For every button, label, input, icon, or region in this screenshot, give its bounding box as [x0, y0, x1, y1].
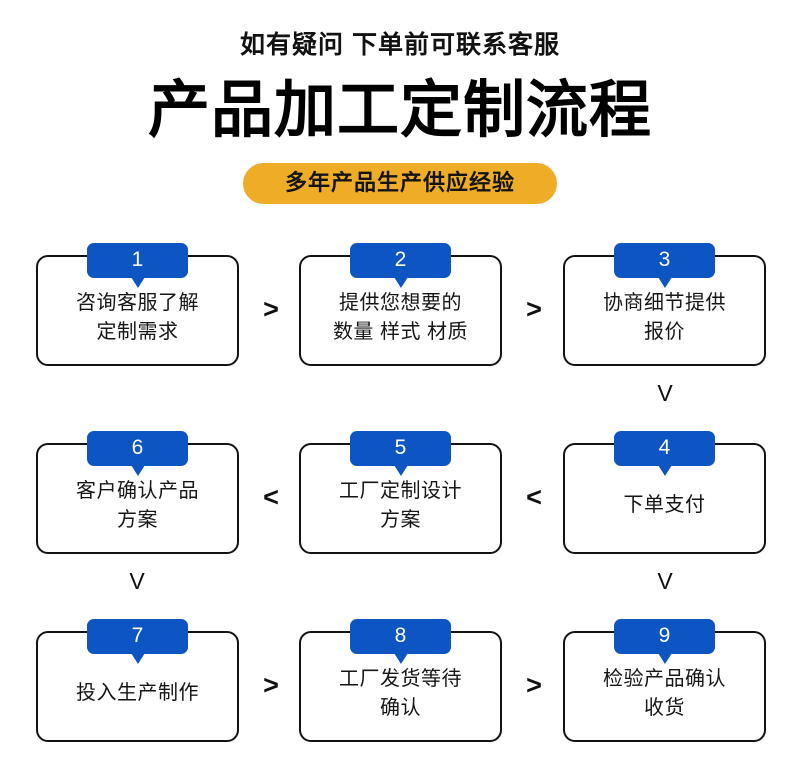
- step-label: 客户确认产品 方案: [76, 480, 199, 531]
- chevron-down-icon: V: [657, 568, 673, 594]
- chevron-right-icon: >: [263, 670, 279, 700]
- step-label: 工厂发货等待 确认: [339, 668, 462, 719]
- step-number-badge: 8: [350, 619, 451, 664]
- page-header: 如有疑问 下单前可联系客服 产品加工定制流程 多年产品生产供应经验: [0, 0, 800, 205]
- step-number-badge: 9: [614, 619, 715, 664]
- flow-row-1: 1 咨询客服了解 定制需求 > 2 提供您想要的 数量 样式 材质 > 3 协商…: [0, 240, 800, 428]
- step-number-badge: 5: [350, 431, 451, 476]
- chevron-down-icon: V: [129, 568, 145, 594]
- step-number-badge: 3: [614, 243, 715, 288]
- flow-step-1[interactable]: 1 咨询客服了解 定制需求: [36, 243, 241, 368]
- process-flow: 1 咨询客服了解 定制需求 > 2 提供您想要的 数量 样式 材质 > 3 协商…: [0, 240, 800, 776]
- step-number-badge: 6: [87, 431, 188, 476]
- flow-step-6[interactable]: 6 客户确认产品 方案: [36, 431, 241, 556]
- flow-step-9[interactable]: 9 检验产品确认 收货: [563, 619, 768, 744]
- step-label: 提供您想要的 数量 样式 材质: [332, 292, 469, 343]
- page-title: 产品加工定制流程: [147, 76, 652, 145]
- header-subtitle: 如有疑问 下单前可联系客服: [240, 31, 560, 59]
- flow-row-2: 6 客户确认产品 方案 < 5 工厂定制设计 方案 < 4 下单支付 V V: [0, 428, 800, 616]
- flow-step-2[interactable]: 2 提供您想要的 数量 样式 材质: [299, 243, 504, 368]
- chevron-right-icon: >: [263, 294, 279, 324]
- chevron-left-icon: <: [263, 482, 279, 512]
- step-number-badge: 1: [87, 243, 188, 288]
- header-pill-wrap: 多年产品生产供应经验: [0, 163, 800, 205]
- step-number-badge: 2: [350, 243, 451, 288]
- step-label: 检验产品确认 收货: [603, 668, 726, 719]
- flow-step-7[interactable]: 7 投入生产制作: [36, 619, 241, 744]
- flow-step-8[interactable]: 8 工厂发货等待 确认: [299, 619, 504, 744]
- chevron-left-icon: <: [526, 482, 542, 512]
- flow-step-3[interactable]: 3 协商细节提供 报价: [563, 243, 768, 368]
- flow-row-3: 7 投入生产制作 > 8 工厂发货等待 确认 > 9 检验产品确认 收货: [0, 616, 800, 776]
- step-label: 工厂定制设计 方案: [339, 480, 462, 531]
- step-label: 协商细节提供 报价: [603, 292, 726, 343]
- step-number-badge: 7: [87, 619, 188, 664]
- chevron-right-icon: >: [526, 670, 542, 700]
- experience-badge: 多年产品生产供应经验: [242, 163, 557, 205]
- flow-step-4[interactable]: 4 下单支付: [563, 431, 768, 556]
- chevron-right-icon: >: [526, 294, 542, 324]
- step-label: 下单支付: [623, 494, 706, 517]
- flow-step-5[interactable]: 5 工厂定制设计 方案: [299, 431, 504, 556]
- step-number-badge: 4: [614, 431, 715, 476]
- step-label: 投入生产制作: [76, 682, 199, 705]
- step-label: 咨询客服了解 定制需求: [76, 292, 199, 343]
- chevron-down-icon: V: [657, 380, 673, 406]
